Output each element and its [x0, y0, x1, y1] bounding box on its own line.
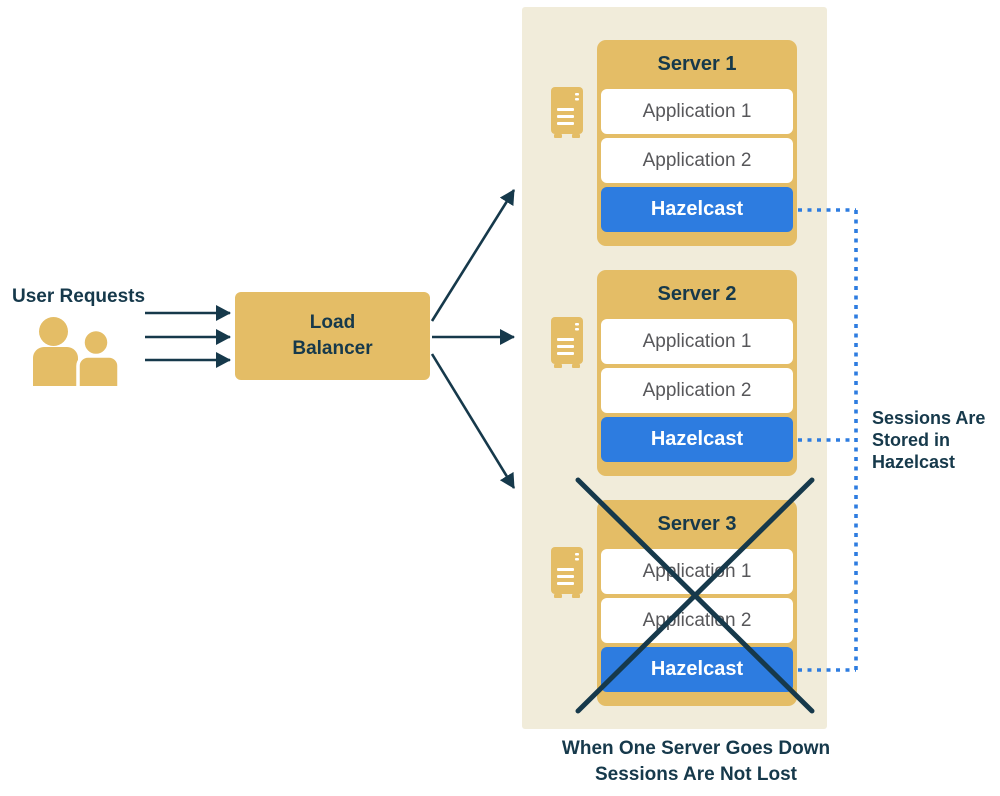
server-tower-icon — [551, 87, 583, 138]
server-tower-icon — [551, 547, 583, 598]
application-row: Application 2 — [601, 598, 793, 643]
cluster-panel: Server 1 Application 1 Application 2 Haz… — [522, 7, 827, 729]
server-card-3: Server 3 Application 1 Application 2 Haz… — [597, 500, 797, 706]
sessions-note: Sessions Are Stored in Hazelcast — [872, 408, 986, 472]
application-row: Application 2 — [601, 138, 793, 183]
server-card-1: Server 1 Application 1 Application 2 Haz… — [597, 40, 797, 246]
hazelcast-row: Hazelcast — [601, 187, 793, 232]
application-row: Application 1 — [601, 89, 793, 134]
server-title: Server 1 — [657, 53, 737, 75]
hazelcast-row: Hazelcast — [601, 417, 793, 462]
lb-arrow-server1 — [430, 189, 516, 322]
caption: When One Server Goes Down Sessions Are N… — [561, 738, 831, 785]
server-card-2: Server 2 Application 1 Application 2 Haz… — [597, 270, 797, 476]
server-title: Server 2 — [657, 283, 737, 305]
server-title: Server 3 — [657, 513, 737, 535]
users-icon — [33, 317, 121, 386]
lb-arrow-server3 — [430, 353, 516, 489]
load-balancer-box: Load Balancer — [235, 292, 430, 380]
server-tower-icon — [551, 317, 583, 368]
application-row: Application 1 — [601, 549, 793, 594]
application-row: Application 1 — [601, 319, 793, 364]
user-requests-label: User Requests — [12, 286, 146, 307]
hazelcast-row: Hazelcast — [601, 647, 793, 692]
application-row: Application 2 — [601, 368, 793, 413]
